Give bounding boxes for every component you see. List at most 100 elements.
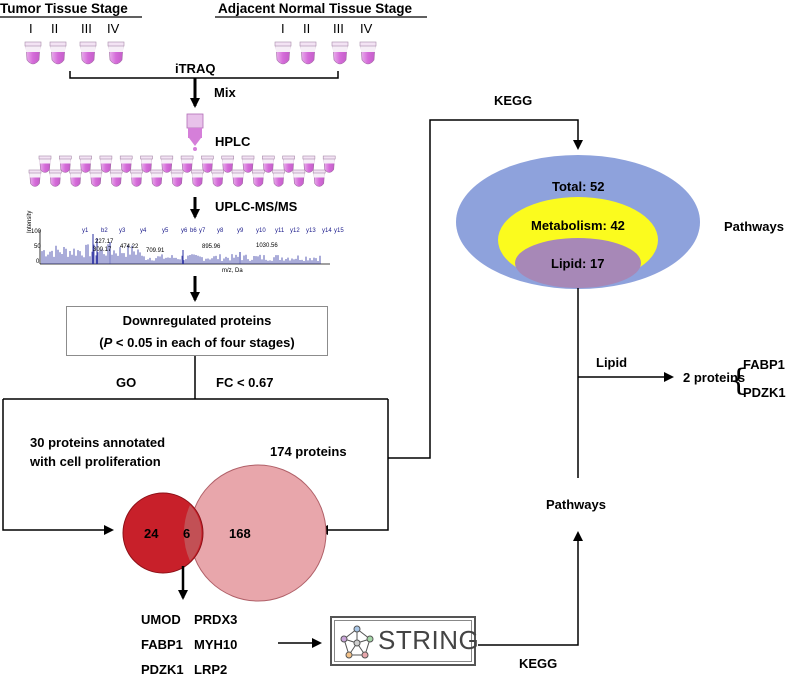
protein-myh10: MYH10	[194, 637, 238, 652]
tube-icon	[150, 169, 164, 187]
venn-diagram	[122, 464, 327, 602]
venn-right-count: 168	[229, 526, 251, 541]
lipid-arrow-label: Lipid	[596, 355, 628, 370]
fc-arrow	[318, 399, 389, 535]
spectrum-ion-label: y5	[162, 228, 169, 234]
tube-icon	[331, 41, 349, 65]
criteria-text: < 0.05 in each of four stages)	[112, 335, 295, 350]
tube-icon	[211, 169, 224, 187]
spectrum-ion-label: b6	[190, 228, 197, 234]
total-proteins-label: 174 proteins	[270, 444, 347, 459]
kegg-top-arrow	[388, 119, 583, 459]
tube-icon	[69, 169, 82, 187]
spectrum-ion-label: y15	[334, 228, 344, 234]
tube-icon	[201, 155, 214, 173]
tumor-stage-label: Tumor Tissue Stage	[0, 1, 128, 16]
protein-umod: UMOD	[141, 612, 181, 627]
spectrum-ion-label: y12	[290, 228, 300, 234]
stage-iii-normal: III	[333, 21, 344, 36]
venn-left-circle	[122, 492, 204, 574]
downregulated-title: Downregulated proteins	[122, 313, 272, 328]
uplc-label: UPLC-MS/MS	[215, 199, 298, 214]
tube-icon	[109, 169, 123, 187]
itraq-bracket	[69, 71, 339, 79]
proliferation-line1: 30 proteins annotated	[30, 435, 166, 450]
tube-icon	[241, 155, 255, 173]
spectrum-ion-label: y11	[275, 228, 285, 234]
spectrum-ion-label: y14	[322, 228, 332, 234]
venn-overlap	[183, 505, 202, 561]
lipid-pathways-label: Lipid: 17	[551, 256, 605, 271]
string-logo: STRING	[330, 616, 480, 666]
hplc-column-icon	[186, 113, 204, 151]
spectrum-ion-label: y1	[82, 228, 89, 234]
go-arrow	[2, 399, 114, 535]
tube-icon	[79, 155, 92, 173]
tube-icon	[130, 169, 143, 187]
protein-pdzk1: PDZK1	[141, 662, 184, 677]
protein-prdx3: PRDX3	[194, 612, 238, 627]
tube-icon	[191, 169, 204, 187]
tube-icon	[170, 169, 184, 187]
tube-icon	[302, 155, 316, 173]
spectrum-ion-label: y8	[217, 228, 224, 234]
proliferation-line2: with cell proliferation	[30, 454, 161, 469]
tube-icon	[89, 169, 103, 187]
spectrum-ion-label: y4	[140, 228, 147, 234]
spectrum-ion-label: y10	[256, 228, 266, 234]
downregulated-criteria: (P < 0.05 in each of four stages)	[67, 336, 327, 349]
pathway-ellipses	[456, 155, 700, 289]
venn-left-count: 24	[144, 526, 159, 541]
kegg-bottom-label: KEGG	[519, 656, 558, 671]
tube-icon	[58, 155, 72, 173]
fc-label: FC < 0.67	[216, 375, 274, 390]
network-icon	[340, 625, 374, 659]
stage-i-normal: I	[281, 21, 285, 36]
tube-icon	[359, 41, 377, 65]
stage-ii-tumor: II	[51, 21, 59, 36]
venn-right-circle	[189, 464, 327, 602]
tube-icon	[231, 169, 245, 187]
string-wordmark: STRING	[378, 625, 480, 655]
protein-fabp1: FABP1	[141, 637, 183, 652]
tube-icon	[180, 155, 194, 173]
normal-stage-label: Adjacent Normal Tissue Stage	[218, 1, 413, 16]
mix-label: Mix	[214, 85, 236, 100]
spectrum-ion-label: y13	[306, 228, 316, 234]
stage-iv-tumor: IV	[107, 21, 120, 36]
tube-icon	[312, 169, 326, 187]
tube-icon	[261, 155, 275, 173]
brace: {	[729, 363, 748, 398]
tube-icon	[299, 41, 317, 65]
two-proteins-label: 2 proteins	[683, 370, 746, 385]
tube-icon	[24, 41, 42, 65]
spectrum-ion-label: y9	[237, 228, 244, 234]
protein-lrp2: LRP2	[194, 662, 228, 677]
criteria-p-symbol: P	[103, 335, 113, 350]
pathways-bottom-label: Pathways	[546, 497, 606, 512]
spectrum-ion-label: b2	[101, 228, 108, 234]
lipid-protein-pdzk1: PDZK1	[743, 385, 786, 400]
go-label: GO	[116, 375, 137, 390]
stage-ii-normal: II	[303, 21, 311, 36]
tube-icon	[49, 41, 67, 65]
total-pathways-label: Total: 52	[552, 179, 605, 194]
ms-spectrum	[39, 230, 330, 265]
lipid-protein-fabp1: FABP1	[743, 357, 785, 372]
spectrum-y-tick-100: 100	[31, 229, 42, 235]
stage-iii-tumor: III	[81, 21, 92, 36]
spectrum-peak-label: 300.17	[93, 247, 112, 253]
tube-icon	[252, 169, 265, 187]
tube-icon	[79, 41, 97, 65]
spectrum-ion-label: y3	[119, 228, 126, 234]
spectrum-y-tick-0: 0	[36, 259, 40, 265]
spectrum-peak-label: 895.96	[202, 244, 221, 250]
spectrum-peak-label: 1030.56	[256, 243, 278, 249]
criteria-open-paren: (	[99, 335, 104, 350]
spectrum-ion-label: y7	[199, 228, 206, 234]
itraq-label: iTRAQ	[175, 61, 216, 76]
downregulated-box: Downregulated proteins (P < 0.05 in each…	[66, 306, 328, 356]
tube-icon	[38, 155, 52, 173]
spectrum-peak-label: 474.22	[120, 244, 139, 250]
